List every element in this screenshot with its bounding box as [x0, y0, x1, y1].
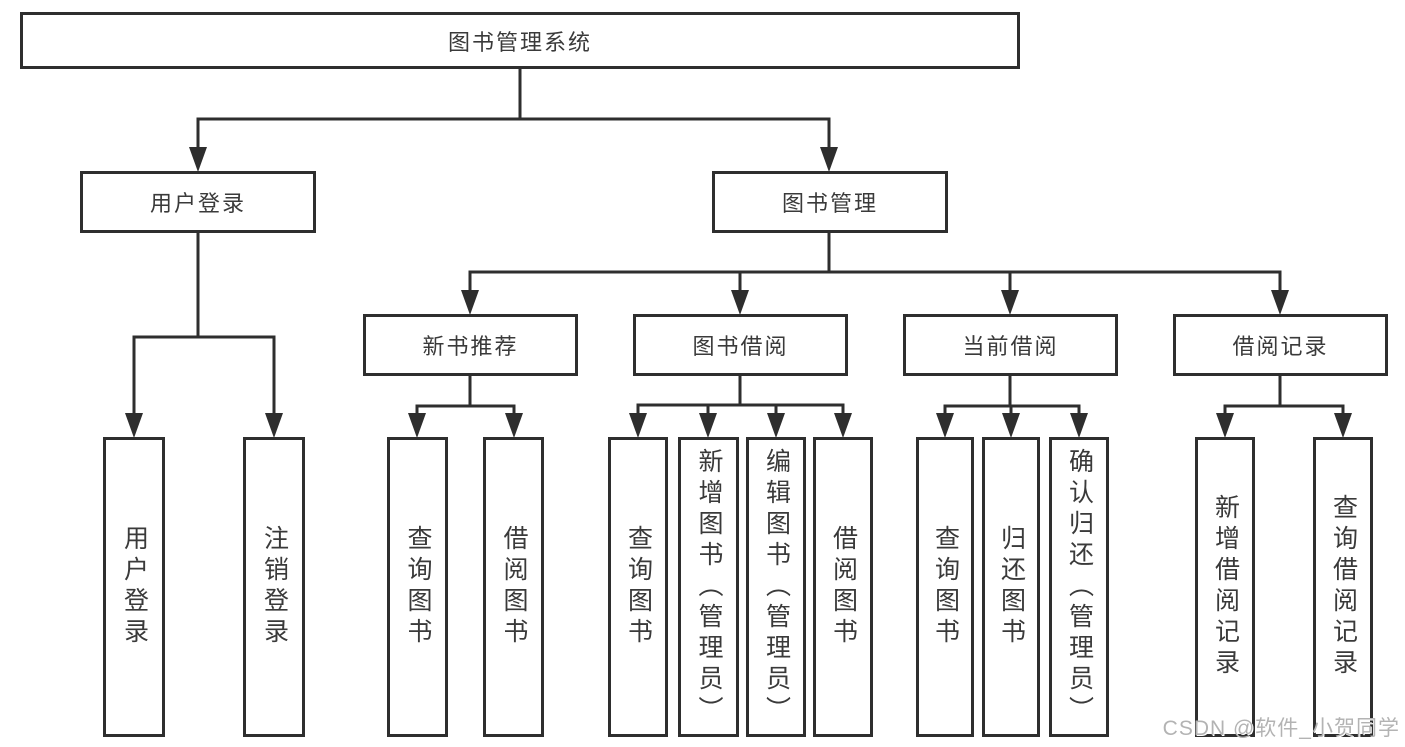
csdn-watermark: CSDN @软件_小贺同学: [1162, 717, 1400, 740]
node-current-borrowing: 当前借阅: [903, 314, 1118, 376]
leaf-borrowing-query-books: 查询图书: [608, 437, 668, 737]
node-book-borrowing: 图书借阅: [633, 314, 848, 376]
leaf-return-books: 归还图书: [982, 437, 1040, 737]
leaf-add-borrow-record: 新增借阅记录: [1195, 437, 1255, 737]
node-label: 图书借阅: [692, 334, 789, 359]
node-label: 查询图书: [624, 525, 653, 649]
node-label: 图书管理系统: [447, 29, 592, 55]
leaf-recommend-query-books: 查询图书: [387, 437, 448, 737]
node-borrowing-records: 借阅记录: [1173, 314, 1388, 376]
node-label: 归还图书: [997, 525, 1026, 649]
node-book-management: 图书管理: [712, 171, 948, 233]
leaf-recommend-borrow-books: 借阅图书: [483, 437, 544, 737]
node-label: 新书推荐: [422, 334, 519, 359]
node-user-login: 用户登录: [80, 171, 316, 233]
node-label: 编辑图书（管理员）: [762, 447, 791, 727]
leaf-add-books-admin: 新增图书（管理员）: [678, 437, 739, 737]
node-label: 确认归还（管理员）: [1065, 447, 1094, 727]
node-label: 查询图书: [931, 525, 960, 649]
leaf-logout: 注销登录: [243, 437, 305, 737]
node-label: 新增图书（管理员）: [695, 447, 723, 727]
node-label: 借阅图书: [829, 525, 858, 649]
node-label: 当前借阅: [962, 334, 1059, 359]
node-label: 查询借阅记录: [1329, 494, 1358, 680]
leaf-user-login: 用户登录: [103, 437, 165, 737]
leaf-borrow-books: 借阅图书: [813, 437, 873, 737]
node-new-book-recommend: 新书推荐: [363, 314, 578, 376]
leaf-confirm-return-admin: 确认归还（管理员）: [1049, 437, 1109, 737]
node-library-system: 图书管理系统: [20, 12, 1020, 69]
leaf-current-query-books: 查询图书: [916, 437, 974, 737]
node-label: 图书管理: [781, 191, 878, 216]
node-label: 借阅记录: [1232, 334, 1329, 359]
leaf-query-borrow-record: 查询借阅记录: [1313, 437, 1373, 737]
leaf-edit-books-admin: 编辑图书（管理员）: [746, 437, 806, 737]
node-label: 借阅图书: [500, 525, 528, 649]
node-label: 用户登录: [120, 525, 149, 649]
node-label: 用户登录: [149, 191, 246, 216]
node-label: 新增借阅记录: [1211, 494, 1240, 680]
node-label: 注销登录: [260, 525, 289, 649]
node-label: 查询图书: [404, 525, 432, 649]
